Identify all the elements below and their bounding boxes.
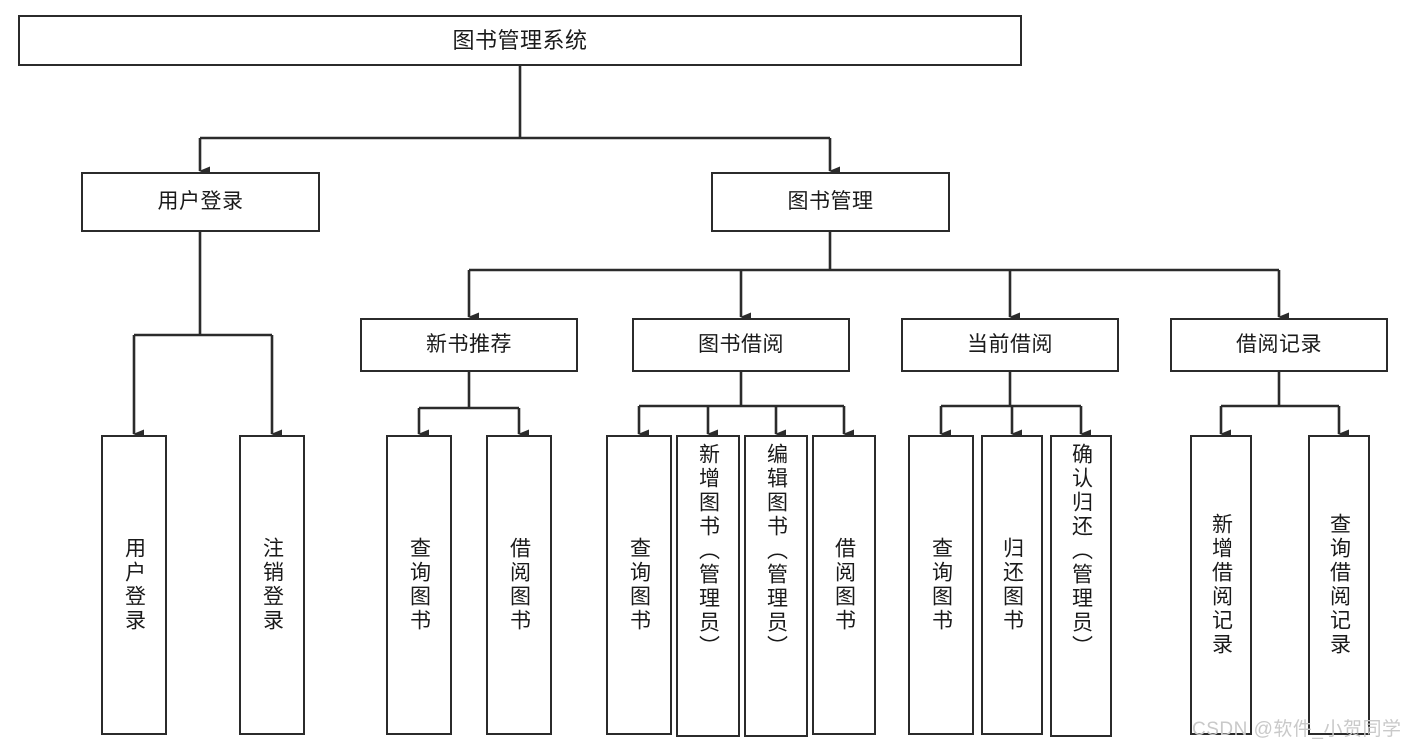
node-new-book-rec: 新书推荐 <box>360 318 578 372</box>
node-leaf-query-record: 查询借阅记录 <box>1308 435 1370 735</box>
node-book-borrow: 图书借阅 <box>632 318 850 372</box>
node-leaf-query-book-3: 查询图书 <box>908 435 974 735</box>
node-leaf-add-book: 新增图书（管理员） <box>676 435 740 737</box>
node-label: 编辑图书（管理员） <box>764 443 788 659</box>
node-label: 用户登录 <box>157 189 244 213</box>
node-user-login: 用户登录 <box>81 172 320 232</box>
node-label: 注销登录 <box>260 537 284 633</box>
node-leaf-user-login: 用户登录 <box>101 435 167 735</box>
node-label: 新增图书（管理员） <box>696 443 720 659</box>
node-label: 借阅图书 <box>832 537 856 633</box>
node-leaf-add-record: 新增借阅记录 <box>1190 435 1252 735</box>
node-leaf-borrow-book-2: 借阅图书 <box>812 435 876 735</box>
node-leaf-query-book-1: 查询图书 <box>386 435 452 735</box>
node-root: 图书管理系统 <box>18 15 1022 66</box>
node-label: 新书推荐 <box>426 332 512 356</box>
node-leaf-confirm-return: 确认归还（管理员） <box>1050 435 1112 737</box>
node-label: 查询图书 <box>929 537 953 633</box>
node-label: 确认归还（管理员） <box>1069 443 1093 659</box>
node-label: 当前借阅 <box>967 332 1053 356</box>
node-current-borrow: 当前借阅 <box>901 318 1119 372</box>
node-borrow-record: 借阅记录 <box>1170 318 1388 372</box>
node-label: 查询图书 <box>627 537 651 633</box>
node-label: 借阅记录 <box>1236 332 1322 356</box>
node-leaf-query-book-2: 查询图书 <box>606 435 672 735</box>
node-label: 查询图书 <box>407 537 431 633</box>
node-label: 图书借阅 <box>698 332 784 356</box>
node-label: 用户登录 <box>122 537 146 633</box>
csdn-watermark: CSDN @软件_小贺同学 <box>1192 719 1402 740</box>
node-label: 借阅图书 <box>507 537 531 633</box>
node-label: 图书管理系统 <box>452 27 588 53</box>
node-leaf-logout: 注销登录 <box>239 435 305 735</box>
node-leaf-return-book: 归还图书 <box>981 435 1043 735</box>
node-label: 查询借阅记录 <box>1327 513 1351 657</box>
node-leaf-borrow-book-1: 借阅图书 <box>486 435 552 735</box>
node-label: 新增借阅记录 <box>1209 513 1233 657</box>
node-leaf-edit-book: 编辑图书（管理员） <box>744 435 808 737</box>
node-label: 归还图书 <box>1000 537 1024 633</box>
node-label: 图书管理 <box>787 189 874 213</box>
node-book-manage: 图书管理 <box>711 172 950 232</box>
